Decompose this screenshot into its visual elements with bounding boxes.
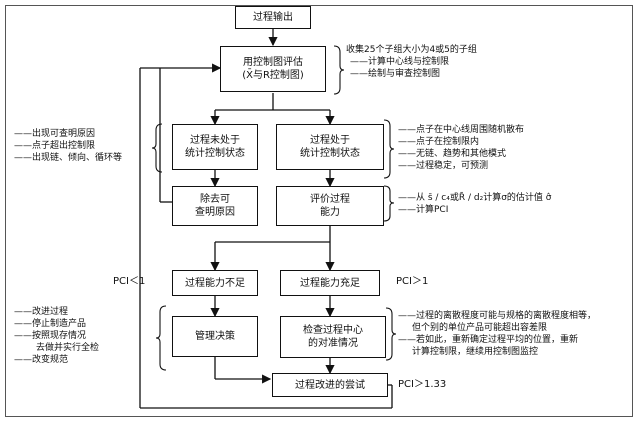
out-of-control-line-1: 过程未处于 [190, 135, 240, 146]
random-note: ——点子在中心线周围随机散布 ——点子在控制限内 ——无链、趋势和其他模式 ——… [398, 124, 524, 172]
in-control-line-1: 过程处于 [310, 135, 350, 146]
centering-line-3: ——若如此，重新确定过程平均的位置，重新 [398, 335, 579, 345]
capability-sufficient-box: 过程能力充足 [280, 270, 380, 296]
actions-line-3: ——按照现存情况 [14, 331, 87, 341]
estimate-line-1: ——从 s̄ / c₄或R̄ / d₂计算σ的估计值 σ̂ [398, 193, 552, 203]
evaluate-capability-line-1: 评价过程 [310, 194, 350, 205]
pci-target-label: PCI＞1.33 [398, 379, 446, 391]
in-control-box: 过程处于 统计控制状态 [276, 124, 384, 170]
random-line-3: ——无链、趋势和其他模式 [398, 149, 507, 159]
bracket-collect [333, 45, 345, 95]
pci-high-text: PCI＞1 [396, 276, 429, 287]
process-output-box: 过程输出 [235, 6, 311, 29]
remove-causes-box: 除去可 查明原因 [172, 186, 258, 226]
centering-note: ——过程的离散程度可能与规格的离散程度相等， 但个别的单位产品可能超出容差限 —… [398, 310, 596, 358]
process-output-label: 过程输出 [253, 12, 293, 23]
estimate-line-2: ——计算PCI [398, 205, 449, 215]
random-line-2: ——点子在控制限内 [398, 137, 480, 147]
figure-frame [5, 5, 633, 417]
estimate-note: ——从 s̄ / c₄或R̄ / d₂计算σ的估计值 σ̂ ——计算PCI [398, 192, 551, 216]
evaluate-capability-line-2: 能力 [320, 207, 340, 218]
pci-high-label: PCI＞1 [396, 276, 428, 288]
check-centering-line-2: 的对准情况 [308, 338, 358, 349]
in-control-line-2: 统计控制状态 [300, 148, 360, 159]
collect-note-line-3: ——绘制与审查控制图 [350, 69, 441, 79]
evaluate-control-chart-line-2: (X̄与R控制图) [242, 70, 304, 81]
collect-note-line-1: 收集25个子组大小为4或5的子组 [346, 45, 477, 55]
remove-causes-line-1: 除去可 [200, 194, 230, 205]
capability-insufficient-box: 过程能力不足 [172, 270, 258, 296]
evaluate-control-chart-line-1: 用控制图评估 [243, 57, 303, 68]
actions-line-2: ——停止制造产品 [14, 319, 87, 329]
random-line-4: ——过程稳定，可预测 [398, 161, 489, 171]
evaluate-capability-box: 评价过程 能力 [276, 186, 384, 226]
actions-line-1: ——改进过程 [14, 307, 69, 317]
centering-line-1: ——过程的离散程度可能与规格的离散程度相等， [398, 311, 597, 321]
pci-target-text: PCI＞1.33 [398, 379, 447, 390]
remove-causes-line-2: 查明原因 [195, 207, 235, 218]
actions-line-4: 去做并实行全检 [36, 343, 100, 353]
bracket-special-causes [151, 123, 163, 173]
centering-line-4: 计算控制限，继续用控制图监控 [412, 347, 539, 357]
check-centering-box: 检查过程中心 的对准情况 [280, 316, 386, 358]
special-causes-note: ——出现可查明原因 ——点子超出控制限 ——出现链、倾向、循环等 [14, 128, 122, 164]
actions-line-5: ——改变规范 [14, 355, 69, 365]
capability-insufficient-label: 过程能力不足 [185, 277, 245, 289]
check-centering-line-1: 检查过程中心 [303, 325, 363, 336]
bracket-estimate [383, 185, 395, 222]
capability-sufficient-label: 过程能力充足 [300, 277, 360, 289]
out-of-control-line-2: 统计控制状态 [185, 148, 245, 159]
management-decision-box: 管理决策 [172, 316, 258, 357]
collect-note: 收集25个子组大小为4或5的子组 ——计算中心线与控制限 ——绘制与审查控制图 [346, 44, 477, 80]
evaluate-control-chart-box: 用控制图评估 (X̄与R控制图) [220, 46, 326, 92]
management-decision-label: 管理决策 [195, 331, 235, 342]
special-causes-line-3: ——出现链、倾向、循环等 [14, 153, 123, 163]
bracket-centering [385, 307, 397, 361]
centering-line-2: 但个别的单位产品可能超出容差限 [412, 323, 548, 333]
pci-low-label: PCI＜1 [113, 276, 145, 288]
special-causes-line-1: ——出现可查明原因 [14, 129, 96, 139]
bracket-actions [155, 305, 167, 371]
collect-note-line-2: ——计算中心线与控制限 [350, 57, 450, 67]
bracket-random [383, 119, 395, 179]
actions-note: ——改进过程 ——停止制造产品 ——按照现存情况 去做并实行全检 ——改变规范 [14, 306, 99, 366]
improvement-attempt-label: 过程改进的尝试 [295, 379, 365, 391]
improvement-attempt-box: 过程改进的尝试 [272, 373, 388, 397]
pci-low-text: PCI＜1 [113, 276, 146, 287]
special-causes-line-2: ——点子超出控制限 [14, 141, 96, 151]
out-of-control-box: 过程未处于 统计控制状态 [172, 124, 258, 170]
random-line-1: ——点子在中心线周围随机散布 [398, 125, 525, 135]
